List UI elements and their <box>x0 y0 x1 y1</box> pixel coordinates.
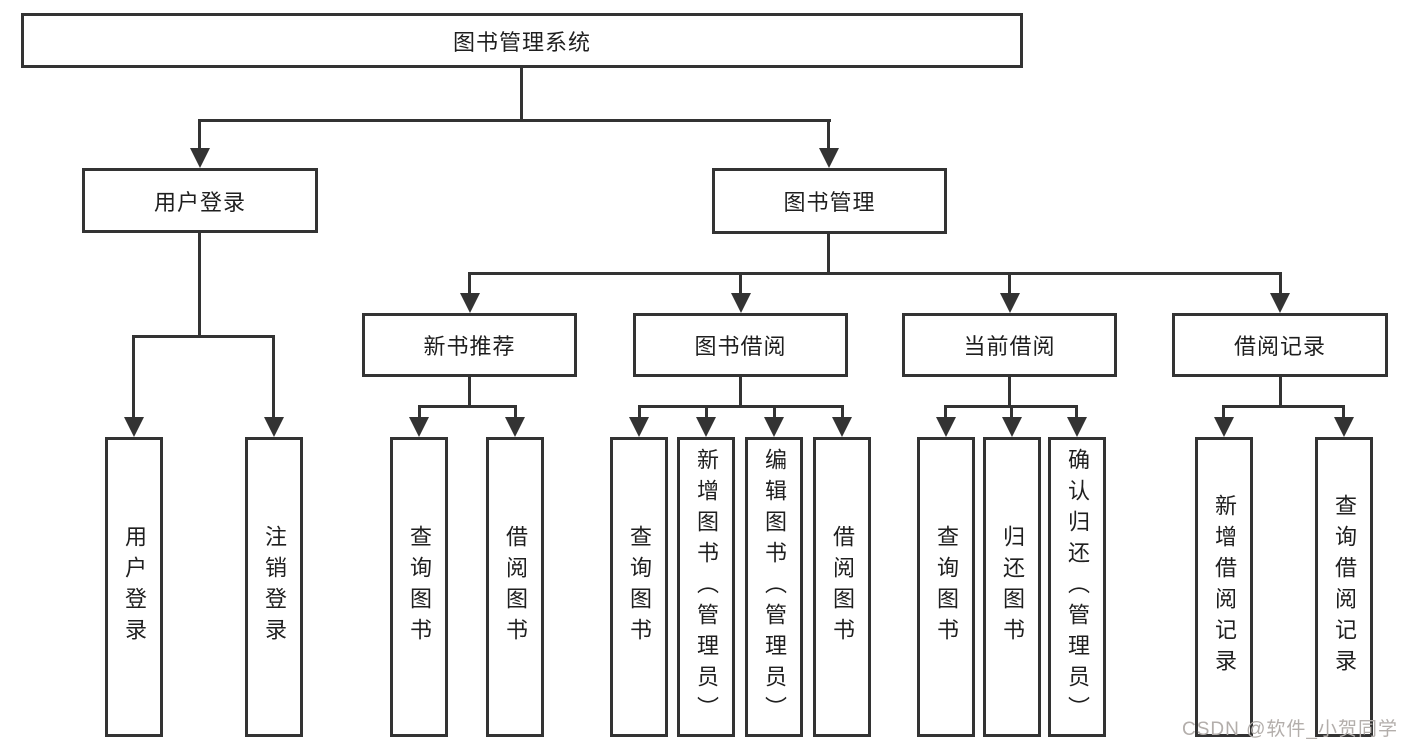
leaf-records-add: 新增借阅记录 <box>1195 437 1253 737</box>
arrowhead-new-books <box>460 293 480 313</box>
connector-borrow-arm-4 <box>841 405 844 419</box>
leaf-borrow-add: 新增图书（管理员） <box>677 437 735 737</box>
connector-mgmt-arm-3 <box>1008 272 1011 295</box>
arrowhead-current-borrow <box>1000 293 1020 313</box>
connector-mgmt-arm-2 <box>739 272 742 295</box>
connector-root-stub <box>520 66 523 121</box>
arrowhead-cb-query <box>936 417 956 437</box>
arrowhead-bb-borrow <box>832 417 852 437</box>
connector-borrow-arm-3 <box>773 405 776 419</box>
node-new-books-label: 新书推荐 <box>423 334 516 359</box>
node-user-login-label: 用户登录 <box>153 189 246 215</box>
arrowhead-user-login <box>190 148 210 168</box>
node-current-borrow: 当前借阅 <box>902 313 1117 377</box>
leaf-newbooks-borrow-label: 借阅图书 <box>503 525 528 649</box>
arrowhead-leaf-user-login <box>124 417 144 437</box>
node-user-login: 用户登录 <box>82 168 318 233</box>
node-borrow-records: 借阅记录 <box>1172 313 1388 377</box>
arrowhead-bb-edit <box>764 417 784 437</box>
leaf-current-confirm-label: 确认归还（管理员） <box>1065 447 1090 727</box>
connector-newbooks-stub <box>468 375 471 407</box>
node-borrow-records-label: 借阅记录 <box>1233 334 1326 359</box>
leaf-borrow-edit: 编辑图书（管理员） <box>745 437 803 737</box>
leaf-borrow-query-label: 查询图书 <box>627 525 652 649</box>
connector-user-stub <box>198 231 201 337</box>
connector-current-arm-3 <box>1075 405 1078 419</box>
leaf-logout: 注销登录 <box>245 437 303 737</box>
arrowhead-cb-confirm <box>1067 417 1087 437</box>
leaf-borrow-query: 查询图书 <box>610 437 668 737</box>
connector-borrow-branch <box>638 405 844 408</box>
connector-current-arm-1 <box>944 405 947 419</box>
node-root-label: 图书管理系统 <box>452 29 591 55</box>
leaf-current-return-label: 归还图书 <box>1000 525 1025 649</box>
connector-root-branch <box>198 119 831 122</box>
connector-user-branch <box>132 335 275 338</box>
leaf-logout-label: 注销登录 <box>262 525 287 649</box>
leaf-newbooks-borrow: 借阅图书 <box>486 437 544 737</box>
connector-newbooks-branch <box>418 405 516 408</box>
arrowhead-borrow-records <box>1270 293 1290 313</box>
node-book-mgmt: 图书管理 <box>712 168 947 234</box>
leaf-current-return: 归还图书 <box>983 437 1041 737</box>
node-book-mgmt-label: 图书管理 <box>783 190 876 215</box>
leaf-current-query: 查询图书 <box>917 437 975 737</box>
arrowhead-cb-return <box>1002 417 1022 437</box>
connector-newbooks-arm-2 <box>514 405 517 419</box>
node-root: 图书管理系统 <box>21 13 1023 68</box>
leaf-newbooks-query: 查询图书 <box>390 437 448 737</box>
connector-borrow-stub <box>739 375 742 407</box>
arrowhead-book-borrow <box>731 293 751 313</box>
leaf-newbooks-query-label: 查询图书 <box>407 525 432 649</box>
leaf-records-add-label: 新增借阅记录 <box>1212 494 1237 680</box>
leaf-user-login: 用户登录 <box>105 437 163 737</box>
leaf-records-query-label: 查询借阅记录 <box>1332 494 1357 680</box>
node-new-books: 新书推荐 <box>362 313 577 377</box>
connector-mgmt-stub <box>827 232 830 275</box>
connector-mgmt-arm-4 <box>1279 272 1282 295</box>
connector-borrow-arm-1 <box>638 405 641 419</box>
leaf-borrow-borrow: 借阅图书 <box>813 437 871 737</box>
connector-current-stub <box>1008 375 1011 407</box>
leaf-current-query-label: 查询图书 <box>934 525 959 649</box>
connector-mgmt-branch <box>468 272 1282 275</box>
arrowhead-bb-query <box>629 417 649 437</box>
connector-current-arm-2 <box>1010 405 1013 419</box>
arrowhead-br-add <box>1214 417 1234 437</box>
arrowhead-nb-borrow <box>505 417 525 437</box>
leaf-borrow-borrow-label: 借阅图书 <box>830 525 855 649</box>
connector-records-arm-1 <box>1222 405 1225 419</box>
arrowhead-nb-query <box>409 417 429 437</box>
node-book-borrow-label: 图书借阅 <box>694 334 787 359</box>
connector-records-stub <box>1279 375 1282 407</box>
connector-records-branch <box>1222 405 1345 408</box>
arrowhead-leaf-logout <box>264 417 284 437</box>
node-book-borrow: 图书借阅 <box>633 313 848 377</box>
connector-root-arm-left <box>198 119 201 151</box>
connector-mgmt-arm-1 <box>468 272 471 295</box>
arrowhead-br-query <box>1334 417 1354 437</box>
leaf-borrow-add-label: 新增图书（管理员） <box>694 447 719 727</box>
leaf-records-query: 查询借阅记录 <box>1315 437 1373 737</box>
arrowhead-bb-add <box>696 417 716 437</box>
leaf-borrow-edit-label: 编辑图书（管理员） <box>762 447 787 727</box>
csdn-watermark: CSDN @软件_小贺同学 <box>1182 719 1398 740</box>
connector-newbooks-arm-1 <box>418 405 421 419</box>
connector-user-arm-1 <box>132 335 135 419</box>
leaf-current-confirm: 确认归还（管理员） <box>1048 437 1106 737</box>
connector-user-arm-2 <box>272 335 275 419</box>
leaf-user-login-label: 用户登录 <box>122 525 147 649</box>
node-current-borrow-label: 当前借阅 <box>963 334 1056 359</box>
connector-borrow-arm-2 <box>705 405 708 419</box>
connector-root-arm-right <box>827 119 830 151</box>
arrowhead-book-mgmt <box>819 148 839 168</box>
connector-records-arm-2 <box>1342 405 1345 419</box>
